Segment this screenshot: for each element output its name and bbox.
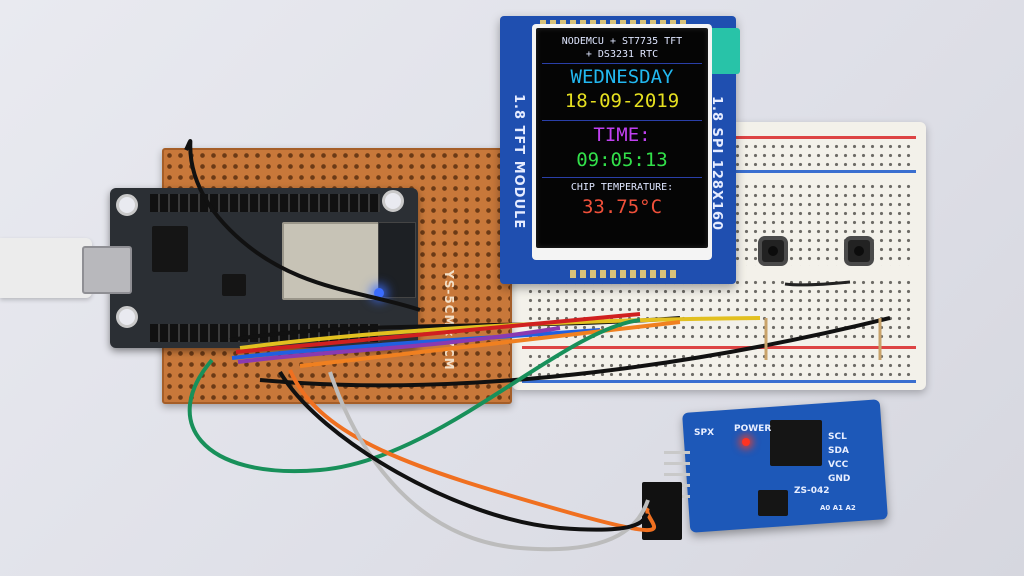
rtc-address-label: A0 A1 A2 (820, 504, 856, 512)
wire-red (235, 312, 641, 354)
wire-orange (299, 320, 681, 368)
wire-blue (231, 328, 601, 360)
wifi-antenna (378, 222, 416, 298)
tft-divider (542, 63, 702, 64)
tft-date: 18-09-2019 (564, 90, 680, 112)
tft-pin-row (570, 270, 680, 278)
rtc-spx-label: SPX (694, 428, 715, 438)
push-button-2[interactable] (848, 240, 870, 262)
usb-cable (0, 238, 92, 298)
tft-time-label: TIME: (593, 124, 651, 146)
wire-black-rtc (278, 370, 649, 532)
tft-divider (542, 120, 702, 121)
tft-header-line2: + DS3231 RTC (585, 49, 659, 60)
power-rail-red-bottom (522, 346, 916, 349)
blue-led (374, 288, 384, 298)
usb-serial-chip (152, 226, 188, 272)
rtc-sda-label: SDA (828, 446, 849, 456)
tft-temp-label: CHIP TEMPERATURE: (570, 182, 674, 193)
pin-header-top (150, 194, 380, 212)
wire-button-bridge (784, 280, 851, 287)
tft-screen: NODEMCU + ST7735 TFT + DS3231 RTC WEDNES… (536, 28, 708, 248)
wire-green (187, 318, 641, 474)
wire-yellow (239, 316, 761, 350)
tft-divider (542, 177, 702, 178)
rtc-scl-label: SCL (828, 432, 847, 442)
ds3231-chip (770, 420, 822, 466)
rtc-power-label: POWER (734, 424, 772, 434)
micro-usb-port[interactable] (82, 246, 132, 294)
eeprom-chip (758, 490, 788, 516)
wire-purple (237, 326, 561, 364)
tft-time: 09:05:13 (576, 149, 668, 171)
tft-header-line1: NODEMCU + ST7735 TFT (561, 36, 683, 47)
wire-orange-rtc (288, 369, 657, 533)
rtc-model-label: ZS-042 (794, 486, 830, 496)
power-rail-blue-bottom (522, 380, 916, 383)
rtc-gnd-label: GND (828, 474, 851, 484)
mounting-hole (382, 190, 404, 212)
mounting-hole (116, 194, 138, 216)
regulator-chip (222, 274, 246, 296)
push-button-1[interactable] (762, 240, 784, 262)
power-led (742, 438, 750, 446)
tft-day: WEDNESDAY (570, 66, 674, 88)
wire-black-top (184, 139, 421, 312)
wire-black-2 (259, 316, 891, 388)
tft-temperature: 33.75°C (581, 196, 663, 218)
mounting-hole (116, 306, 138, 328)
rtc-vcc-label: VCC (828, 460, 849, 470)
